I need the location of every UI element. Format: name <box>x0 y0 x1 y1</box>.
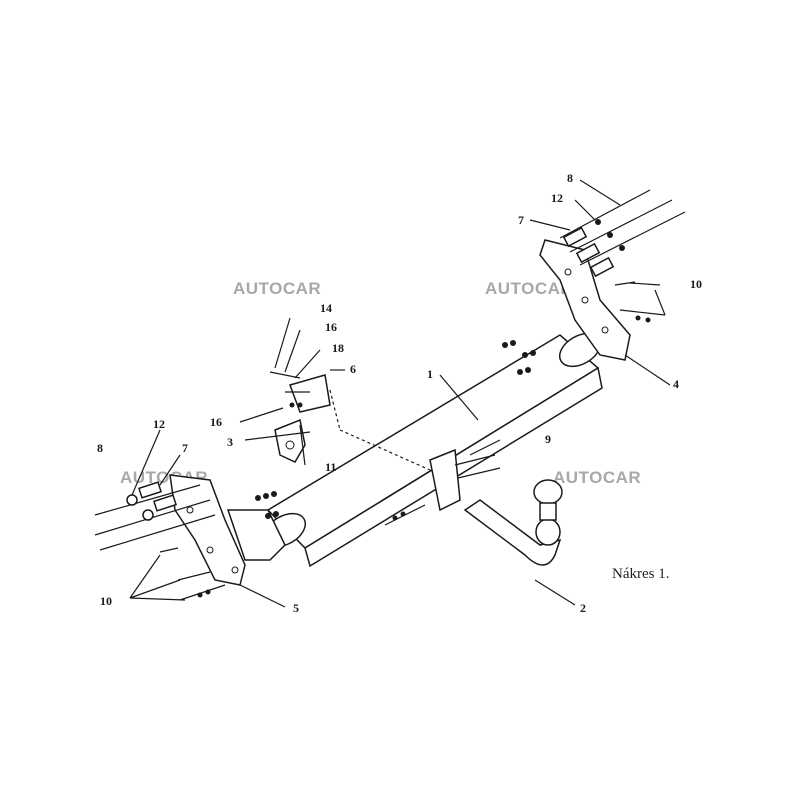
callout-3: 3 <box>227 435 233 449</box>
callout-12-left: 12 <box>153 417 165 431</box>
callout-11: 11 <box>325 460 336 474</box>
callout-10-right: 10 <box>690 277 702 291</box>
right-bracket <box>502 189 686 375</box>
left-bracket <box>94 474 286 601</box>
callout-1: 1 <box>427 367 433 381</box>
callout-7-left: 7 <box>182 441 188 455</box>
callout-5: 5 <box>293 601 299 615</box>
callout-4: 4 <box>673 377 679 391</box>
callout-7-right: 7 <box>518 213 524 227</box>
watermark-5: AUTOCAR <box>553 468 641 487</box>
callout-16-left: 16 <box>210 415 222 429</box>
watermark-2: AUTOCAR <box>485 279 573 298</box>
callout-16-top: 16 <box>325 320 337 334</box>
figure-caption: Nákres 1. <box>612 566 669 582</box>
small-bracket <box>269 371 431 471</box>
callout-6: 6 <box>350 362 356 376</box>
callout-12-right: 12 <box>551 191 563 205</box>
tow-ball-assembly <box>384 448 563 566</box>
callout-2: 2 <box>580 601 586 615</box>
callout-9: 9 <box>545 432 551 446</box>
callout-14: 14 <box>320 301 332 315</box>
callout-10-left: 10 <box>100 594 112 608</box>
leader-lines <box>129 179 671 608</box>
callout-18: 18 <box>332 341 344 355</box>
callouts: 1 2 3 4 5 6 7 7 8 8 9 10 10 11 12 12 14 … <box>97 171 702 615</box>
watermark-1: AUTOCAR <box>233 279 321 298</box>
callout-8-left: 8 <box>97 441 103 455</box>
callout-8-right: 8 <box>567 171 573 185</box>
